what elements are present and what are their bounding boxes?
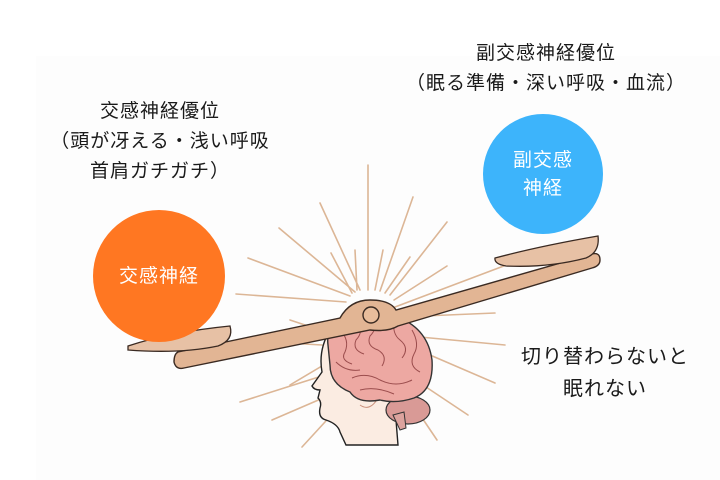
parasympathetic-circle-line1: 副交感: [512, 149, 573, 171]
caption-line1: 切り替わらないと: [521, 344, 689, 368]
parasympathetic-circle: 副交感 神経: [483, 114, 603, 234]
sympathetic-title: 交感神経優位: [99, 100, 220, 122]
sympathetic-desc-line2: 首肩ガチガチ）: [89, 160, 230, 182]
right-pan-icon: [494, 235, 599, 267]
sympathetic-dominant-label: 交感神経優位 （頭が冴える・浅い呼吸 首肩ガチガチ）: [20, 96, 300, 186]
sympathetic-circle: 交感神経: [93, 210, 225, 342]
parasympathetic-desc: （眠る準備・深い呼吸・血流）: [405, 72, 686, 94]
parasympathetic-dominant-label: 副交感神経優位 （眠る準備・深い呼吸・血流）: [378, 38, 714, 98]
radiating-rays-icon: [235, 164, 510, 448]
balance-beam-icon: [173, 252, 601, 370]
parasympathetic-title: 副交感神経優位: [475, 42, 616, 64]
caption: 切り替わらないと 眠れない: [496, 340, 714, 404]
parasympathetic-circle-line2: 神経: [522, 177, 563, 199]
sympathetic-circle-label: 交感神経: [118, 265, 199, 287]
sympathetic-desc-line1: （頭が冴える・浅い呼吸: [50, 130, 270, 152]
caption-line2: 眠れない: [563, 376, 647, 400]
